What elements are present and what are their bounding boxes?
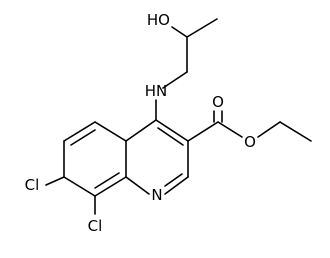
atom-label-chlorine-8: Cl	[88, 217, 103, 235]
bond-ch-ch3	[186, 18, 218, 38]
atom-label-ester-oxygen: O	[244, 133, 256, 151]
bond-c2-n1-inner	[164, 173, 183, 187]
bond-c7-c8	[63, 176, 96, 197]
atom-label-amine: HN	[145, 82, 168, 100]
bond-c5-c6-inner	[70, 129, 96, 146]
bond-c3-c-ester	[187, 121, 219, 142]
bond-c7-cl	[45, 176, 65, 186]
bond-c4-c4a	[125, 119, 157, 142]
bond-c8-c8a	[94, 176, 127, 197]
bond-c4a-c5	[94, 121, 127, 142]
bond-n1-c8a	[125, 176, 150, 195]
bond-ch-oh	[171, 26, 188, 38]
bond-ch2-ch3	[279, 121, 312, 142]
bond-c4-c3-inner	[157, 127, 184, 146]
bond-c4-c3	[155, 119, 189, 142]
bond-c2-n1	[164, 176, 189, 195]
atom-label-carbonyl-oxygen: O	[212, 93, 224, 111]
bond-c-o-single	[217, 121, 243, 138]
atom-label-chlorine-7: Cl	[25, 176, 40, 194]
bond-c8-c8a-inner	[94, 172, 120, 189]
bond-o-ch2	[257, 121, 281, 138]
atom-label-hydroxyl: HO	[147, 11, 170, 29]
atom-label-ring-nitrogen: N	[151, 186, 162, 204]
bond-c5-c6	[63, 121, 96, 142]
bond-n-ch2	[162, 71, 188, 89]
